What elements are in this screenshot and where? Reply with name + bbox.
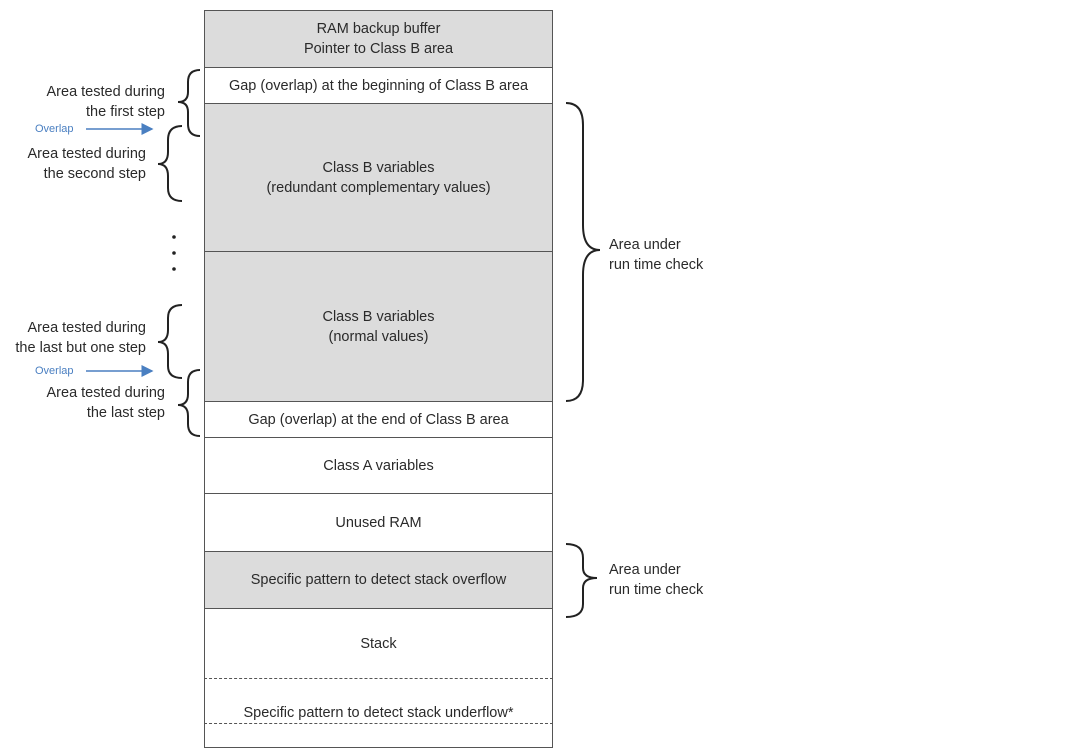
brace-runtime-check-bottom [565,543,598,618]
brace-runtime-check-top [565,102,601,402]
label-line: Area tested during [27,146,147,162]
label-line: the last step [86,405,165,421]
unused-ram-block: Unused RAM [204,493,553,551]
overlap-label-top: Overlap [35,123,74,135]
brace-second-step [157,125,183,202]
label-line: Area tested during [46,84,166,100]
ellipsis-dot [172,267,176,271]
block-text-line: Specific pattern to detect stack underfl… [243,705,514,721]
block-text-line: (redundant complementary values) [266,179,491,196]
block-text-line: Class B variables [322,159,435,176]
brace-last-step [177,369,201,437]
stack-overflow-pattern-block: Specific pattern to detect stack overflo… [204,551,553,608]
stack-block: Stack [204,608,553,678]
block-text-line: Class A variables [323,457,434,474]
label-line: Area tested during [27,320,147,336]
stack-underflow-dashed-divider [204,723,553,724]
block-text-line: Specific pattern to detect stack overflo… [250,572,507,588]
ellipsis-dot [172,235,176,239]
overlap-label-bottom: Overlap [35,365,74,377]
label-line: Area under [609,237,681,253]
class-b-normal-block: Class B variables (normal values) [204,251,553,401]
label-runtime-check-top: Area under run time check [609,235,749,275]
block-text-line: Class B variables [322,308,435,325]
label-line: the first step [86,104,165,120]
label-second-step: Area tested during the second step [0,144,147,184]
label-line: run time check [609,582,704,598]
label-line: Area tested during [46,385,166,401]
label-line: run time check [609,257,704,273]
label-last-but-one-step: Area tested during the last but one step [0,318,146,358]
label-first-step: Area tested during the first step [10,82,166,122]
block-text-line: Gap (overlap) at the beginning of Class … [228,77,529,94]
brace-last-but-one-step [157,304,183,379]
ram-backup-buffer-block: RAM backup buffer Pointer to Class B are… [204,10,553,67]
label-line: Area under [609,562,681,578]
stack-underflow-pattern-block: Specific pattern to detect stack underfl… [204,678,553,748]
ellipsis-dot [172,251,176,255]
block-text-line: Unused RAM [335,514,422,531]
gap-end-class-b-block: Gap (overlap) at the end of Class B area [204,401,553,437]
block-text-line: Pointer to Class B area [303,41,454,57]
gap-beginning-class-b-block: Gap (overlap) at the beginning of Class … [204,67,553,103]
label-last-step: Area tested during the last step [10,383,166,423]
block-text-line: RAM backup buffer [316,21,441,37]
brace-first-step [177,69,201,137]
label-line: the second step [43,166,146,182]
block-text-line: Gap (overlap) at the end of Class B area [248,411,509,428]
class-b-redundant-block: Class B variables (redundant complementa… [204,103,553,251]
label-line: the last but one step [15,340,146,356]
block-text-line: (normal values) [328,328,429,345]
block-text-line: Stack [360,635,397,652]
class-a-variables-block: Class A variables [204,437,553,493]
label-runtime-check-bottom: Area under run time check [609,560,749,600]
